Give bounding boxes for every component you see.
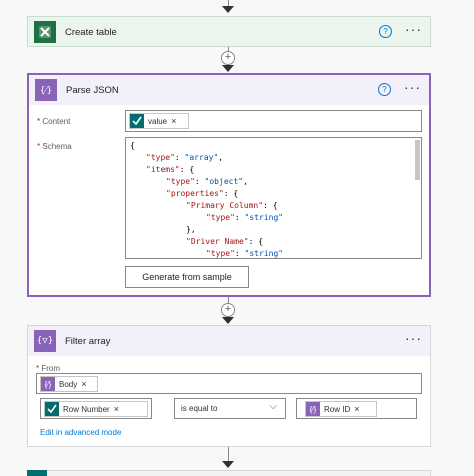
row-id-token-label: Row ID [324,404,351,414]
more-options-icon[interactable]: ··· [405,21,422,37]
sharepoint-icon [130,114,144,128]
help-icon[interactable]: ? [379,25,392,38]
help-icon[interactable]: ? [378,83,391,96]
required-marker: * [37,117,41,126]
condition-right-input[interactable]: {⁄} Row ID × [296,398,417,419]
from-label: * From [36,364,60,373]
value-token-label: value [148,116,168,126]
value-token[interactable]: value × [129,113,189,129]
schema-line-10: "type": "string" [206,249,284,258]
editor-scrollbar[interactable] [415,140,420,180]
filter-array-title: Filter array [65,335,111,347]
arrow-down-icon [222,65,234,72]
filter-icon: {▽} [34,330,56,352]
schema-line-8: }, [186,225,196,234]
row-id-token[interactable]: {⁄} Row ID × [305,401,377,417]
body-token[interactable]: {⁄} Body × [40,376,98,392]
excel-icon [34,21,56,43]
schema-line-1: { [130,141,135,150]
chevron-down-icon: ⌵ [269,401,277,412]
next-card-icon [27,470,47,476]
body-token-label: Body [59,379,78,389]
top-connector [228,0,229,8]
operator-value: is equal to [181,404,218,413]
schema-line-7: "type": "string" [206,213,284,222]
arrow-down-icon [222,317,234,324]
more-options-icon[interactable]: ··· [405,330,422,346]
sharepoint-icon [45,402,59,416]
from-label-text: From [41,364,61,373]
braces-icon: {⁄} [41,377,55,391]
from-input[interactable]: {⁄} Body × [36,373,422,394]
required-marker: * [36,364,40,373]
schema-line-2: "type": "array", [146,153,224,162]
create-table-card[interactable]: Create table ? ··· [27,16,431,47]
add-step-plus-icon[interactable]: + [221,303,235,317]
remove-token-icon[interactable]: × [81,379,87,389]
schema-line-5: "properties": { [166,189,239,198]
edit-advanced-mode-link[interactable]: Edit in advanced mode [40,428,122,437]
connector [228,447,229,465]
braces-icon: {⁄} [306,402,320,416]
parse-json-title: Parse JSON [66,84,119,96]
schema-line-9: "Driver Name": { [186,237,264,246]
condition-left-input[interactable]: Row Number × [40,398,152,419]
row-number-token-label: Row Number [63,404,110,414]
schema-line-6: "Primary Column": { [186,201,278,210]
remove-token-icon[interactable]: × [354,404,360,414]
top-arrow-icon [222,6,234,13]
braces-icon: {⁄} [35,79,57,101]
row-number-token[interactable]: Row Number × [44,401,148,417]
schema-label: * Schema [37,142,72,151]
schema-line-4: "type": "object", [166,177,248,186]
more-options-icon[interactable]: ··· [404,79,421,95]
arrow-down-icon [222,461,234,468]
remove-token-icon[interactable]: × [171,116,177,126]
remove-token-icon[interactable]: × [113,404,119,414]
next-card-partial[interactable] [27,470,431,476]
content-label-text: Content [42,117,71,126]
content-input[interactable]: value × [125,110,422,132]
schema-label-text: Schema [42,142,72,151]
schema-line-3: "items": { [146,165,195,174]
parse-json-card[interactable]: {⁄} Parse JSON ? ··· * Content value × *… [27,73,431,297]
operator-dropdown[interactable]: is equal to ⌵ [174,398,286,419]
schema-editor[interactable]: { "type": "array", "items": { "type": "o… [125,137,422,259]
required-marker: * [37,142,41,151]
filter-array-card[interactable]: {▽} Filter array ··· * From {⁄} Body × R… [27,325,431,447]
create-table-title: Create table [65,26,117,38]
generate-from-sample-button[interactable]: Generate from sample [125,266,249,288]
content-label: * Content [37,117,70,126]
add-step-plus-icon[interactable]: + [221,51,235,65]
